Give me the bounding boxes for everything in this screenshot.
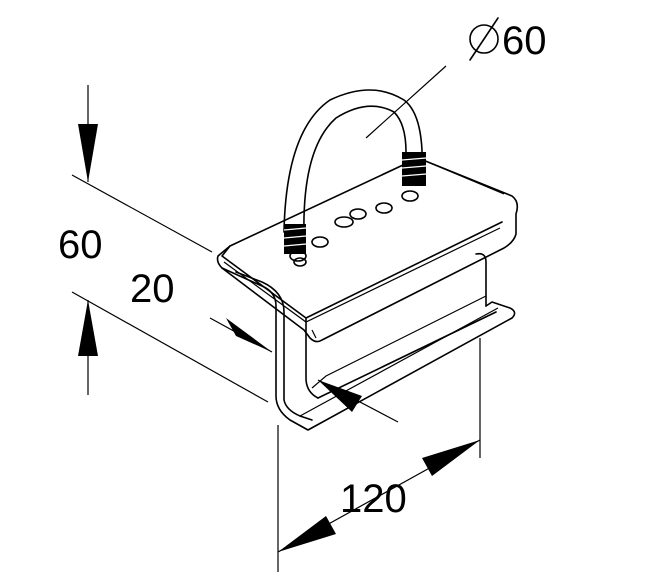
u-bolt (283, 89, 427, 254)
width-arrow-right (422, 440, 480, 476)
height-dimension: 60 (58, 85, 269, 403)
depth-arrow-left (226, 318, 272, 352)
clamp-part (216, 89, 519, 431)
depth-dimension: 20 (130, 267, 399, 423)
thread-right (401, 152, 427, 186)
diameter-dimension: 60 (365, 17, 547, 139)
slot-holes (289, 190, 419, 267)
height-label: 60 (58, 223, 103, 267)
diameter-icon (469, 17, 499, 61)
depth-arrow-right (318, 380, 362, 412)
diameter-label: 60 (502, 19, 547, 63)
width-arrow-left (278, 516, 336, 552)
height-leader-top (71, 174, 213, 253)
height-arrow-top (78, 124, 98, 182)
width-label: 120 (340, 477, 407, 521)
thread-left (283, 224, 307, 254)
top-plate (216, 157, 519, 343)
web-profile (221, 252, 516, 431)
height-leader-bottom (71, 291, 269, 403)
height-arrow-bottom (78, 300, 98, 356)
depth-label: 20 (130, 267, 175, 311)
width-dimension: 120 (277, 338, 481, 572)
